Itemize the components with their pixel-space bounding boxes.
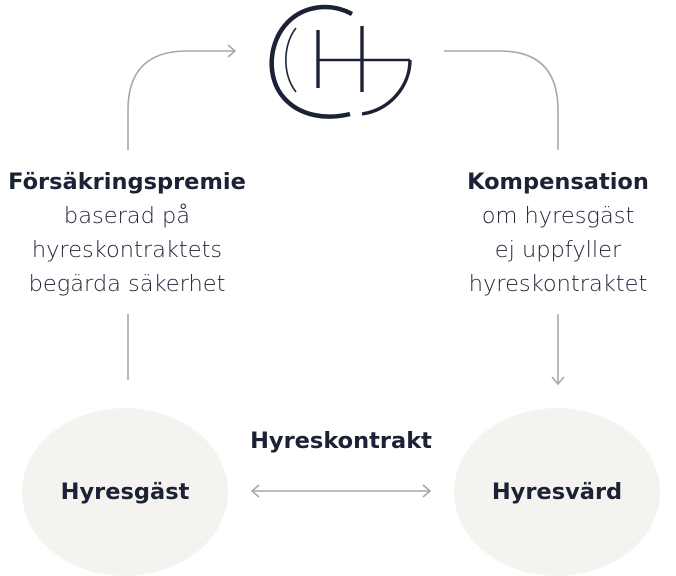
logo-g-tail (361, 59, 412, 116)
tenant-node-label: Hyresgäst (60, 479, 190, 505)
right-connector (444, 50, 565, 386)
compensation-title: Kompensation (467, 169, 649, 195)
landlord-node: Hyresvärd (454, 408, 660, 576)
premium-title: Försäkringspremie (8, 169, 246, 195)
premium-line-1: baserad på (63, 203, 191, 229)
left-upper-curve (127, 50, 234, 150)
compensation-label-block: Kompensation om hyresgäst ej uppfyller h… (448, 165, 668, 301)
left-upper-arrowhead (227, 44, 237, 58)
compensation-line-3: hyreskontraktet (468, 271, 648, 297)
premium-label-block: Försäkringspremie baserad på hyreskontra… (0, 165, 254, 301)
premium-line-3: begärda säkerhet (28, 271, 226, 297)
contract-label: Hyreskontrakt (250, 428, 432, 454)
gh-monogram-logo (269, 4, 412, 119)
double-arrow-left-head (250, 484, 260, 498)
logo-g-arc (269, 4, 354, 119)
landlord-node-label: Hyresvärd (491, 479, 623, 505)
contract-double-arrow (250, 484, 432, 498)
tenant-node: Hyresgäst (22, 408, 228, 576)
compensation-line-2: ej uppfyller (494, 237, 622, 263)
right-upper-curve (444, 50, 559, 150)
compensation-line-1: om hyresgäst (481, 203, 635, 229)
logo-g-inner (285, 27, 297, 93)
left-connector (127, 44, 237, 380)
double-arrow-right-head (422, 484, 432, 498)
premium-line-2: hyreskontraktets (31, 237, 223, 263)
right-lower-arrowhead (551, 376, 565, 386)
